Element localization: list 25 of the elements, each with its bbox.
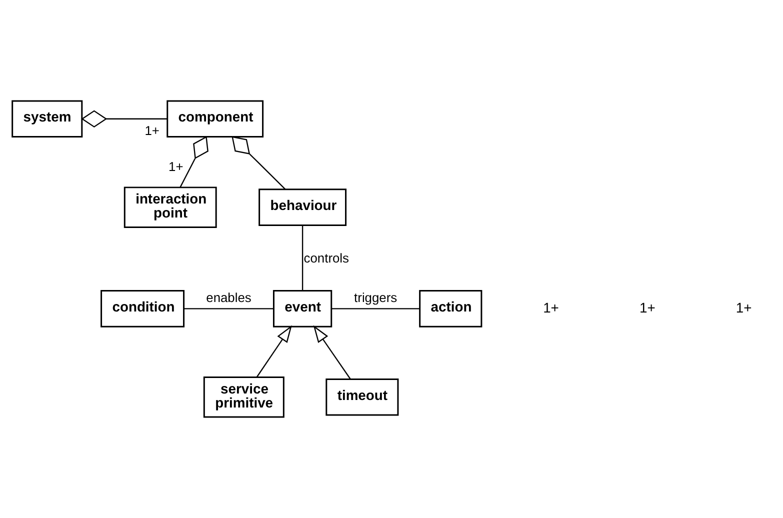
edge-label: enables	[206, 290, 252, 306]
node-box: behaviour	[258, 188, 347, 226]
connector	[180, 136, 208, 188]
connector	[331, 308, 420, 310]
node-box: timeout	[326, 378, 399, 416]
connector	[232, 136, 286, 190]
node-box: service primitive	[203, 376, 284, 418]
arrow	[256, 325, 292, 378]
edge-label: triggers	[354, 290, 398, 306]
edge-label: 1+	[144, 123, 160, 138]
edge-label: controls	[304, 250, 350, 266]
node-box: condition	[100, 290, 185, 328]
node-box: event	[272, 290, 332, 328]
node-box: action	[419, 290, 482, 328]
edge-label: 1+	[168, 159, 184, 174]
node-box: system	[12, 100, 83, 138]
node-box: component	[166, 100, 264, 138]
node-box: interaction point	[124, 186, 217, 228]
label: 1+	[736, 299, 752, 316]
arrow	[313, 325, 351, 380]
connector	[184, 308, 274, 310]
label: 1+	[639, 299, 656, 316]
connector	[81, 110, 168, 128]
label: 1+	[543, 299, 559, 316]
connector	[302, 226, 304, 291]
